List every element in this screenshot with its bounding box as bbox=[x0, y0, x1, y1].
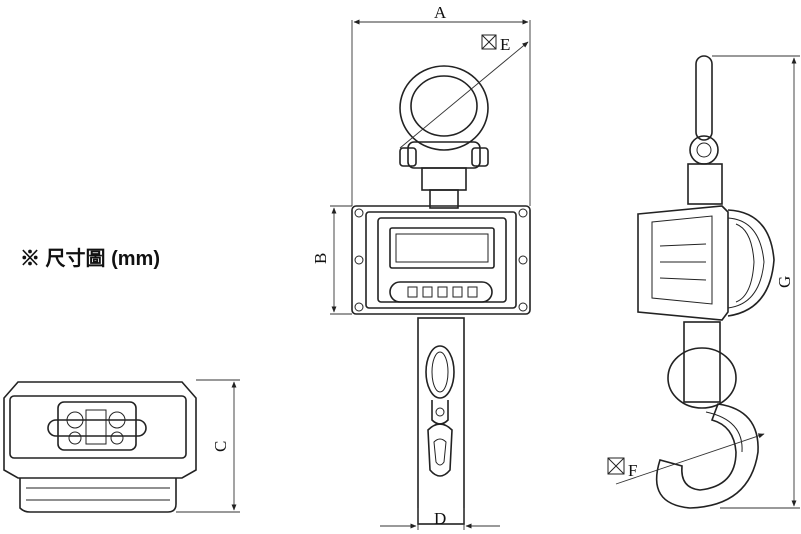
dimension-caption: ※ 尺寸圖 (mm) bbox=[20, 248, 160, 270]
label-g: G bbox=[775, 276, 794, 288]
lcd-window bbox=[389, 227, 495, 269]
dimension-a: A bbox=[351, 3, 531, 206]
label-f: F bbox=[628, 461, 637, 480]
dimension-e: E bbox=[399, 34, 529, 149]
dimension-f: F bbox=[607, 433, 765, 485]
dimension-d: D bbox=[380, 508, 500, 530]
front-hook-plate bbox=[417, 317, 465, 525]
dimension-c: C bbox=[176, 379, 240, 513]
label-e: E bbox=[500, 35, 510, 54]
dimension-b: B bbox=[311, 205, 352, 315]
label-d: D bbox=[434, 509, 446, 528]
front-display-housing bbox=[351, 205, 531, 315]
front-shackle bbox=[399, 65, 489, 209]
dimension-g: G bbox=[712, 55, 800, 509]
keypad bbox=[389, 281, 493, 303]
label-b: B bbox=[311, 253, 330, 264]
label-c: C bbox=[211, 441, 230, 452]
side-view bbox=[637, 55, 775, 509]
label-a: A bbox=[434, 3, 447, 22]
front-view: A E bbox=[311, 3, 531, 530]
top-view bbox=[3, 381, 197, 513]
